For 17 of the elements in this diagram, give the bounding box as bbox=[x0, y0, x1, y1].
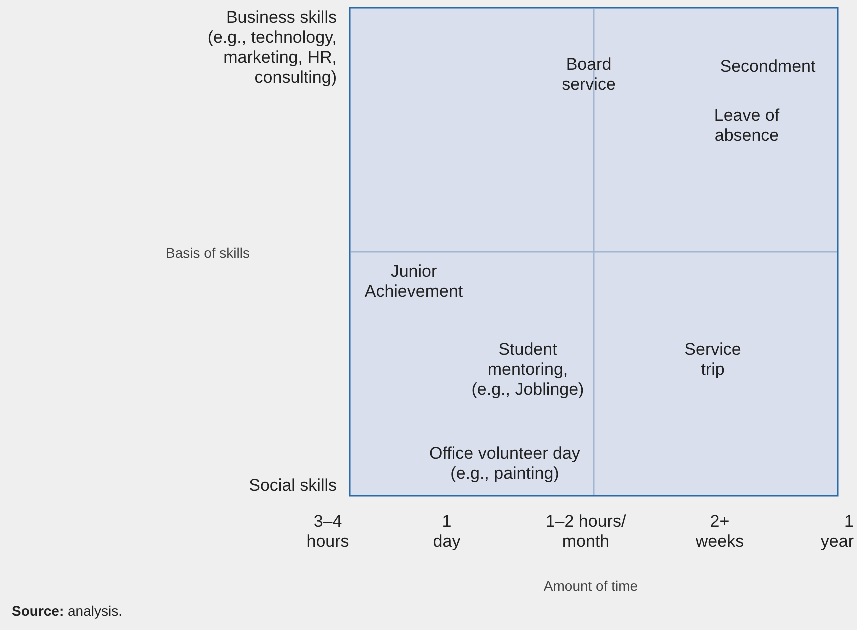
activity-label: Office volunteer day (e.g., painting) bbox=[430, 444, 580, 483]
axis-title: Amount of time bbox=[544, 578, 638, 594]
activity-label: Junior Achievement bbox=[364, 262, 464, 301]
tick-label: 1 year bbox=[820, 512, 854, 551]
activity-label: Student mentoring, (e.g., Joblinge) bbox=[472, 340, 584, 399]
activity-label: Leave of absence bbox=[714, 106, 780, 145]
tick-label: 1–2 hours/ month bbox=[546, 512, 626, 551]
source-note: Source: analysis. bbox=[12, 602, 122, 621]
activity-label: Secondment bbox=[720, 57, 816, 76]
axis-end-label: Social skills bbox=[249, 476, 337, 495]
tick-label: 2+ weeks bbox=[696, 512, 744, 551]
tick-label: 1 day bbox=[433, 512, 461, 551]
axis-end-label: Business skills (e.g., technology, marketing, HR, consulting) bbox=[208, 8, 337, 87]
tick-label: 3–4 hours bbox=[306, 512, 350, 551]
activity-label: Board service bbox=[562, 55, 616, 94]
axis-title: Basis of skills bbox=[166, 245, 250, 261]
activity-label: Service trip bbox=[684, 340, 742, 379]
